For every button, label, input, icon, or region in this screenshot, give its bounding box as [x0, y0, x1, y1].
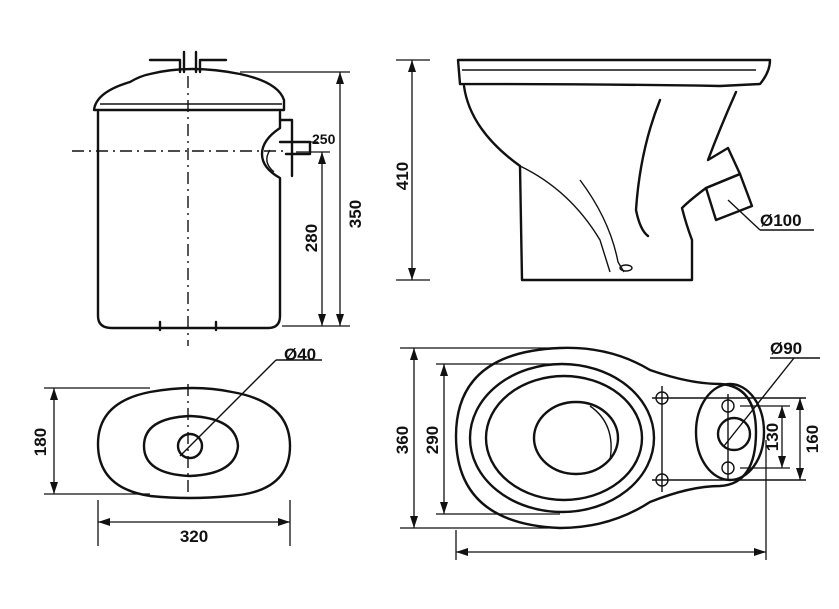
tank-top-outline: [96, 386, 292, 500]
bowl-outlet-diameter-label: Ø100: [760, 211, 802, 230]
tank-inlet-height-label: 280: [302, 224, 321, 252]
bowl-length-label: 360: [393, 426, 412, 454]
bowl-bolt-spacing-label: 130: [763, 423, 782, 451]
bowl-side-view: [456, 58, 772, 282]
tank-top-view: [96, 359, 322, 500]
bowl-inner-length-label: 290: [423, 426, 442, 454]
bowl-seat-ring: [468, 362, 656, 514]
tank-front-view: [72, 50, 312, 346]
tank-body: [96, 110, 282, 330]
tank-lid: [92, 67, 286, 112]
bowl-water-area: [532, 400, 620, 476]
bowl-outlet-hole: [716, 416, 752, 452]
tank-outlet-diameter-label: Ø40: [284, 345, 316, 364]
bowl-flange-width-label: 160: [803, 425, 822, 453]
bowl-top-view: [454, 346, 820, 530]
bowl-height-label: 410: [393, 162, 412, 190]
bowl-rim: [456, 58, 772, 88]
tank-outlet-ring: [142, 414, 240, 478]
bowl-top-outline: [454, 346, 758, 530]
tank-inlet-pipe: [278, 118, 312, 178]
tank-outlet-hole: [176, 432, 204, 460]
tank-lid-handle: [148, 50, 228, 74]
bowl-height-dimension: [396, 59, 814, 281]
bowl-top-dimensions: [400, 347, 804, 560]
tank-depth-label: 180: [31, 428, 50, 456]
tank-width-label: 320: [180, 527, 208, 546]
bowl-outlet-spigot: [704, 172, 754, 222]
tank-top-dimensions: [44, 387, 291, 546]
tank-inlet-offset-label: 250: [312, 131, 336, 147]
bowl-hole-diameter-label: Ø90: [770, 339, 802, 358]
tank-height-dimensions: [240, 71, 350, 327]
bowl-body: [462, 84, 742, 282]
tank-height-label: 350: [346, 200, 365, 228]
